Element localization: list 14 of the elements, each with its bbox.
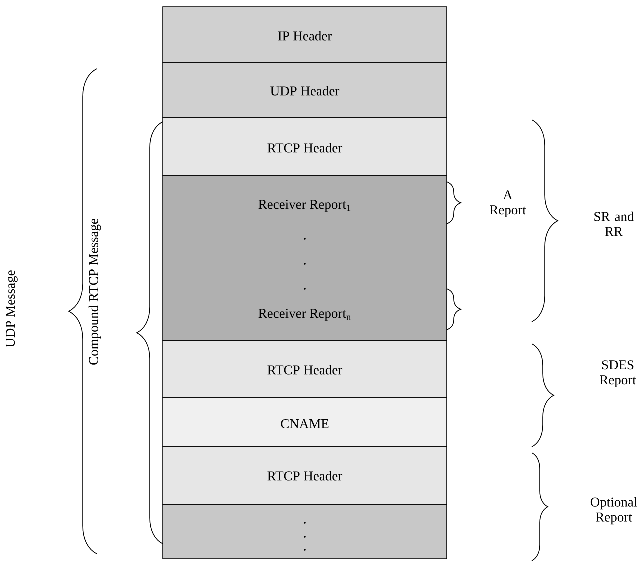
brace-label: UDP Message	[6, 270, 18, 348]
brace-label: Compound RTCP Message	[88, 219, 102, 365]
empty-layer-box	[162, 504, 448, 560]
layer-box: RTCP Header	[162, 446, 448, 506]
brace-label: A Report	[490, 190, 526, 218]
layer-box: CNAME	[162, 398, 448, 448]
layer-box: IP Header	[162, 6, 448, 64]
layer-box: UDP Header	[162, 62, 448, 118]
brace-label: SDES Report	[600, 360, 636, 388]
brace-label: Optional Report	[590, 497, 638, 525]
layer-box: Receiver Report$_{1}$ Receiver Report$_{n}$	[162, 176, 448, 342]
layer-box: RTCP Header	[162, 340, 448, 398]
layer-box: RTCP Header	[162, 118, 448, 176]
brace-label: SR and RR	[594, 212, 634, 236]
